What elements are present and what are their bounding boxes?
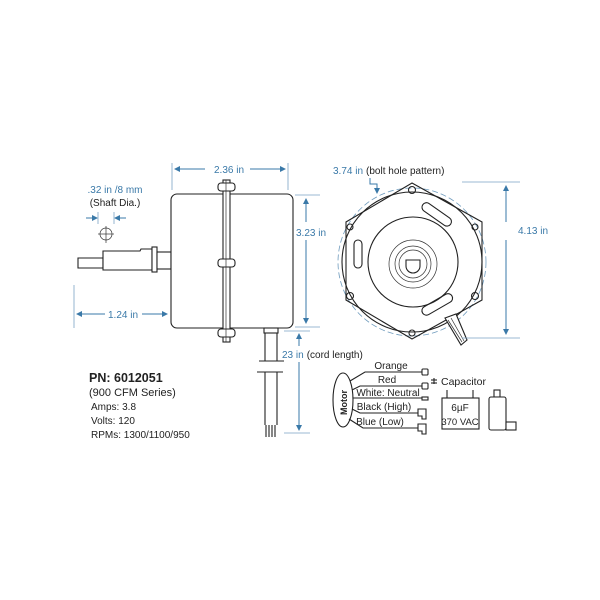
amps: Amps: 3.8 (91, 402, 136, 413)
bolt-icons (217, 180, 236, 342)
series: (900 CFM Series) (89, 387, 176, 399)
shaft-dia-label: (Shaft Dia.) (90, 198, 141, 209)
voltage-rating: 370 VAC (441, 417, 478, 428)
wire-label-black: Black (High) (357, 402, 411, 413)
wire-black (351, 408, 418, 414)
shaft-d-hole (405, 259, 421, 274)
slot-bottom (421, 293, 454, 316)
capacitor-box (441, 397, 480, 430)
cord-grommet (263, 327, 279, 334)
dimension-cord-length: 23 in(cord length) (282, 330, 363, 434)
cord-wires (265, 425, 276, 437)
terminal-red (421, 382, 429, 390)
shaft-dia-value: .32 in /8 mm (87, 185, 142, 196)
body-width-label: 2.36 in (214, 165, 244, 176)
side-view (77, 179, 294, 437)
end-view (337, 182, 487, 346)
shaft-tip (77, 257, 104, 269)
wire-label-white: White: Neutral (356, 388, 419, 399)
rpms: RPMs: 1300/1100/950 (91, 430, 190, 441)
shaft-collar (151, 246, 158, 273)
part-number: PN: 6012051 (89, 371, 163, 385)
wiring-diagram: Motor Orange Red White: Neutral Black (H… (332, 361, 517, 435)
shaft-length-label: 1.24 in (108, 310, 138, 321)
wire-red (351, 385, 422, 391)
shaft (102, 248, 153, 271)
cord (257, 333, 284, 425)
capacitor-label: Capacitor (441, 376, 486, 388)
specs-block: PN: 6012051 (900 CFM Series) Amps: 3.8 V… (89, 371, 190, 441)
capacitance: 6µF (451, 403, 468, 414)
volts: Volts: 120 (91, 416, 135, 427)
bolt-pattern-label: 3.74 in(bolt hole pattern) (333, 166, 444, 177)
dimension-shaft-dia: .32 in /8 mm (Shaft Dia.) (86, 185, 143, 243)
capacitor-symbol-icon (431, 378, 437, 384)
terminal-blue (417, 423, 427, 435)
bolt-circle (337, 187, 487, 337)
wire-orange (349, 371, 422, 382)
dimension-overall-height: 4.13 in (462, 181, 548, 339)
hex-plate (345, 182, 483, 340)
capacitor-side-view (488, 389, 517, 431)
terminal-orange (421, 368, 429, 376)
cord-length-label: 23 in(cord length) (282, 350, 363, 361)
motor-symbol (332, 372, 354, 428)
dimension-body-height: 3.23 in (295, 194, 326, 328)
wire-label-orange: Orange (374, 361, 408, 372)
dimension-shaft-length: 1.24 in (73, 285, 168, 328)
wire-blue (348, 418, 418, 429)
wire-label-red: Red (378, 375, 396, 386)
terminal-white (421, 396, 429, 401)
terminal-black (417, 408, 427, 420)
motor-label: Motor (339, 390, 349, 415)
dimension-body-width: 2.36 in (171, 163, 289, 190)
dimension-bolt-pattern: 3.74 in(bolt hole pattern) (333, 166, 444, 194)
slot-top (421, 202, 453, 227)
slot-left (353, 239, 363, 269)
wire-label-blue: Blue (Low) (356, 417, 404, 428)
overall-height-label: 4.13 in (518, 226, 548, 237)
body-height-label: 3.23 in (296, 228, 326, 239)
